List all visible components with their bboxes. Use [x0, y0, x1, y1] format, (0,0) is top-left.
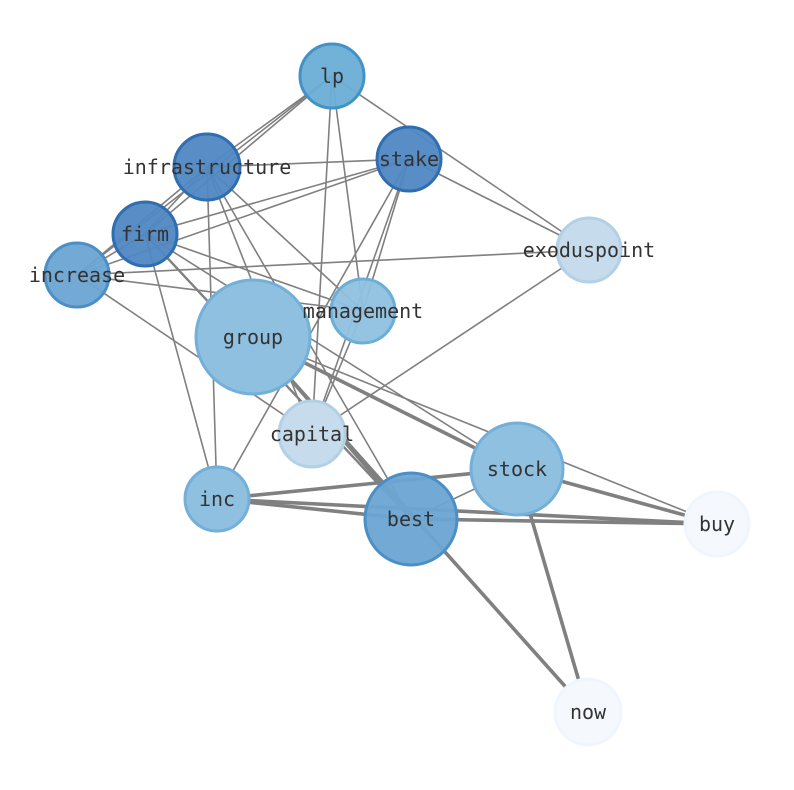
- edge-firm-management: [144, 233, 364, 312]
- node-label-best: best: [387, 507, 435, 531]
- node-label-inc: inc: [199, 487, 235, 511]
- node-buy[interactable]: [683, 490, 751, 558]
- edge-inc-buy: [215, 497, 719, 526]
- edge-stake-exoduspoint: [408, 158, 590, 251]
- node-label-buy: buy: [699, 512, 735, 536]
- node-label-exoduspoint: exoduspoint: [523, 238, 655, 262]
- edge-stock-inc: [215, 467, 519, 501]
- node-label-group: group: [223, 325, 283, 349]
- edge-firm-inc: [144, 233, 218, 500]
- node-stake[interactable]: [375, 125, 443, 193]
- edge-lp-capital: [311, 75, 333, 435]
- node-label-firm: firm: [121, 222, 169, 246]
- edge-group-buy: [252, 336, 718, 525]
- node-label-stock: stock: [487, 457, 547, 481]
- edge-stake-inc: [216, 158, 410, 500]
- node-label-lp: lp: [320, 64, 344, 88]
- node-management[interactable]: [329, 277, 397, 345]
- node-inc[interactable]: [183, 465, 251, 533]
- edge-exoduspoint-capital: [311, 249, 590, 435]
- edge-best-buy: [409, 517, 719, 526]
- labels-layer: lp infrastructure stake firm increase exodusp…: [29, 64, 735, 724]
- node-firm[interactable]: [111, 200, 179, 268]
- edge-increase-capital: [76, 274, 313, 435]
- node-label-infrastructure: infrastructure: [123, 155, 292, 179]
- node-increase[interactable]: [43, 241, 111, 309]
- node-capital[interactable]: [277, 399, 347, 469]
- edge-lp-exoduspoint: [331, 75, 590, 251]
- node-label-capital: capital: [270, 422, 354, 446]
- node-label-stake: stake: [379, 147, 439, 171]
- node-lp[interactable]: [298, 42, 366, 110]
- node-label-now: now: [570, 700, 607, 724]
- edge-firm-stock: [144, 233, 518, 470]
- edge-lp-management: [331, 75, 364, 312]
- node-label-increase: increase: [29, 263, 125, 287]
- nodes-layer: [43, 42, 751, 747]
- edge-increase-exoduspoint: [76, 249, 590, 276]
- node-best[interactable]: [363, 471, 459, 567]
- node-now[interactable]: [553, 677, 623, 747]
- node-group[interactable]: [194, 278, 312, 396]
- node-exoduspoint[interactable]: [555, 216, 623, 284]
- node-label-management: management: [303, 299, 423, 323]
- node-stock[interactable]: [469, 421, 565, 517]
- node-infrastructure[interactable]: [172, 132, 242, 202]
- edge-stake-firm: [144, 158, 410, 235]
